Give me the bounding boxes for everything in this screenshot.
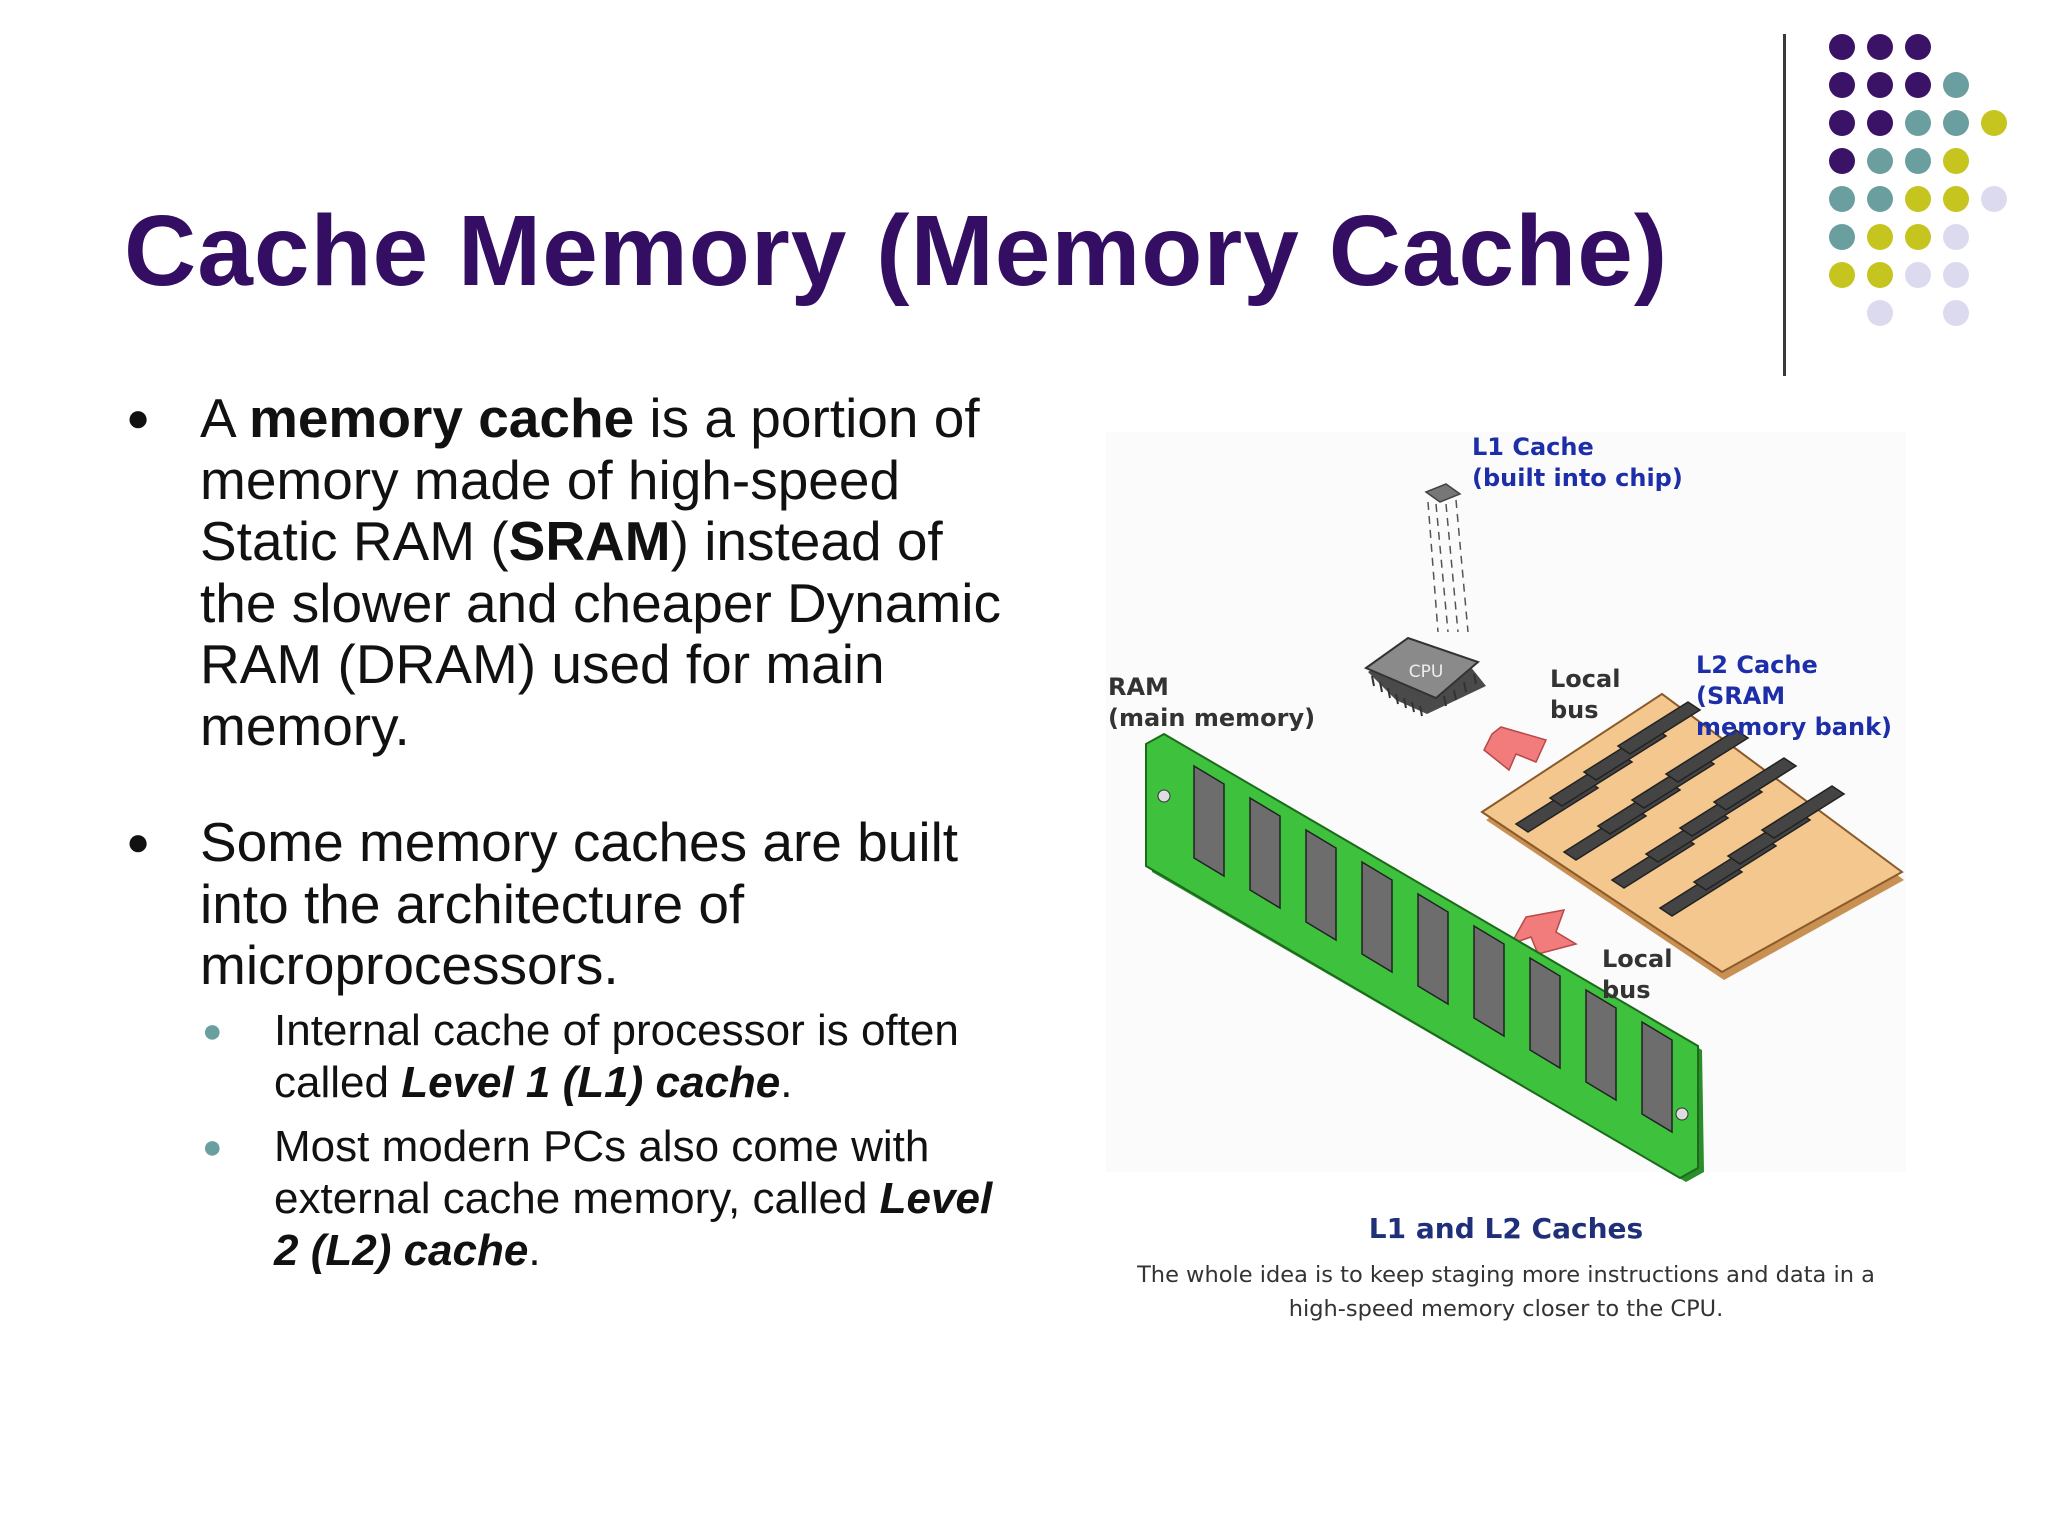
decor-dot (1905, 34, 1931, 60)
decor-dot (1829, 262, 1855, 288)
decorative-dot-grid (0, 0, 2048, 400)
decor-dot (1905, 72, 1931, 98)
emphasized-text: Level 2 (L2) cache (274, 1173, 993, 1275)
decor-dot (1867, 34, 1893, 60)
local-bus-label-upper: Local bus (1550, 665, 1621, 724)
dram-chip (1585, 988, 1617, 1102)
text-run: Most modern PCs also come with external … (274, 1121, 930, 1223)
cache-diagram: CPU (1106, 432, 1906, 1182)
local-bus-label-lower: Local bus (1602, 945, 1673, 1004)
bullet-dot-icon: ● (126, 396, 151, 440)
sub-bullet-dot-icon: ● (202, 1011, 223, 1050)
sram-chip (1712, 757, 1798, 811)
text-run: A (200, 387, 249, 449)
decor-dot (1829, 110, 1855, 136)
decor-dot (1829, 186, 1855, 212)
sub-bullet-l2-cache: ● Most modern PCs also come with externa… (124, 1121, 1024, 1277)
bullet-item-sram-definition: ● A memory cache is a portion of memory … (124, 387, 1024, 757)
figure-caption: The whole idea is to keep staging more i… (1137, 1262, 1875, 1322)
sub-bullet-dot-icon: ● (202, 1127, 223, 1166)
slide-title: Cache Memory (Memory Cache) (124, 195, 1669, 307)
sub-bullet-text: Most modern PCs also come with external … (274, 1122, 992, 1275)
decor-dot (1867, 262, 1893, 288)
sram-chip (1616, 701, 1702, 755)
decor-dot (1943, 148, 1969, 174)
dram-chip (1417, 892, 1449, 1006)
decor-dot (1943, 262, 1969, 288)
dram-chip (1249, 796, 1281, 910)
cpu-label: CPU (1409, 662, 1444, 682)
sub-bullet-l1-cache: ● Internal cache of processor is often c… (124, 1005, 1024, 1109)
l1-cache-label: L1 Cache (built into chip) (1472, 433, 1683, 492)
emphasized-text: SRAM (508, 510, 671, 572)
dram-chip (1193, 764, 1225, 878)
decor-dot (1905, 224, 1931, 250)
text-run: . (780, 1057, 793, 1107)
text-run: Internal cache of processor is often cal… (274, 1005, 959, 1107)
bullet-text: Some memory caches are built into the ar… (200, 811, 958, 996)
title-divider-line (1783, 34, 1786, 376)
decor-dot (1905, 110, 1931, 136)
sub-bullet-text: Internal cache of processor is often cal… (274, 1006, 959, 1107)
l1-chip-icon (1424, 483, 1462, 503)
decor-dot (1867, 72, 1893, 98)
ram-module-icon (1145, 732, 1704, 1182)
decor-dot (1943, 186, 1969, 212)
decor-dot (1867, 224, 1893, 250)
text-run: ) instead of the slower and cheaper Dyna… (200, 510, 1001, 757)
dram-chip (1473, 924, 1505, 1038)
l2-sram-board-icon (1480, 692, 1904, 980)
decor-dot (1829, 72, 1855, 98)
emphasized-text: memory cache (248, 387, 635, 449)
decor-dot (1867, 110, 1893, 136)
decor-dot (1943, 110, 1969, 136)
decor-dot (1867, 148, 1893, 174)
bullet-text: A memory cache is a portion of memory ma… (200, 387, 1001, 757)
decor-dot (1867, 186, 1893, 212)
l2-cache-label: L2 Cache (SRAM memory bank) (1696, 651, 1893, 741)
cache-diagram-figure: CPU L1 Cache (built into chip) RAM (m (1106, 432, 1906, 1322)
text-run: is a portion of memory made of high-spee… (200, 387, 980, 572)
decor-dot (1829, 224, 1855, 250)
decor-dot (1943, 72, 1969, 98)
emphasized-text: Level 1 (L1) cache (401, 1057, 781, 1107)
decor-dot (1905, 148, 1931, 174)
bullet-dot-icon: ● (126, 820, 151, 864)
sram-chip (1664, 729, 1750, 783)
local-bus-arrow-upper-icon (1483, 726, 1548, 772)
cpu-chip-icon: CPU (1363, 636, 1486, 717)
decor-dot (1943, 224, 1969, 250)
decor-dot (1905, 262, 1931, 288)
text-run: . (528, 1225, 541, 1275)
decor-dot (1981, 110, 2007, 136)
ram-label: RAM (main memory) (1108, 673, 1316, 732)
decor-dot (1905, 186, 1931, 212)
bullet-item-built-in-caches: ● Some memory caches are built into the … (124, 811, 1024, 997)
dram-chip (1361, 860, 1393, 974)
l1-beam-lines (1427, 499, 1469, 633)
text-run: Some memory caches are built into the ar… (200, 811, 959, 996)
decor-dot (1981, 186, 2007, 212)
sram-chip (1760, 785, 1846, 839)
decor-dot (1943, 300, 1969, 326)
dram-chip (1305, 828, 1337, 942)
bullet-list: ● A memory cache is a portion of memory … (124, 387, 1024, 1277)
decor-dot (1829, 34, 1855, 60)
decor-dot (1867, 300, 1893, 326)
dram-chip (1529, 956, 1561, 1070)
decor-dot (1829, 148, 1855, 174)
figure-title: L1 and L2 Caches (1368, 1212, 1644, 1245)
dram-chip (1641, 1020, 1673, 1134)
